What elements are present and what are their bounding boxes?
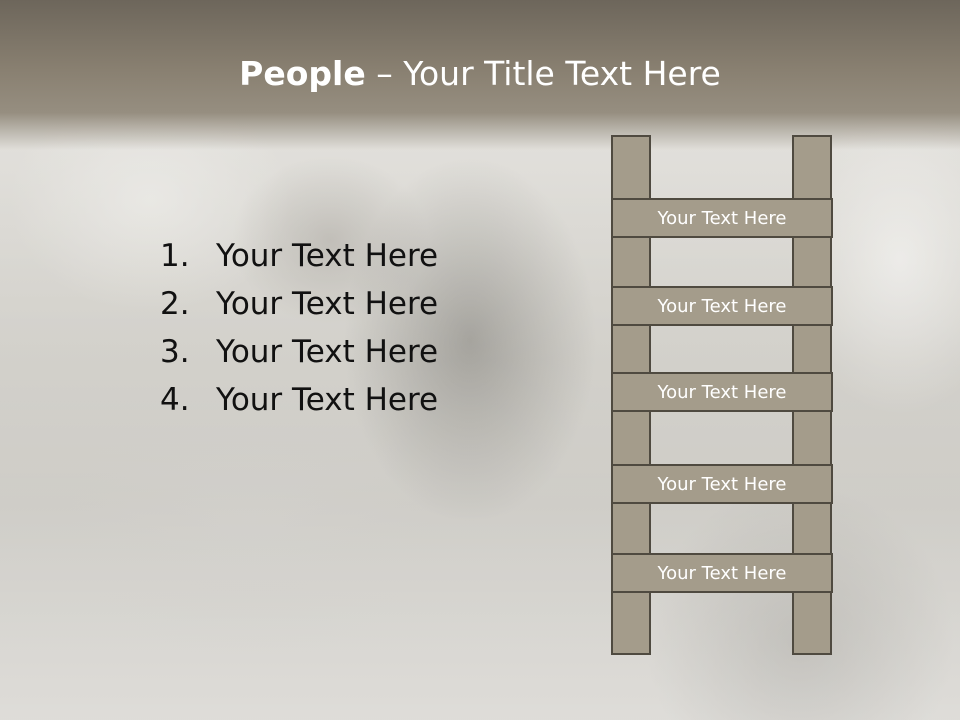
list-number: 1. bbox=[160, 238, 190, 274]
rung-label: Your Text Here bbox=[657, 381, 787, 403]
list-item: 2. Your Text Here bbox=[160, 280, 438, 328]
numbered-list[interactable]: 1. Your Text Here 2. Your Text Here 3. Your… bbox=[160, 232, 438, 424]
list-text: Your Text Here bbox=[216, 334, 439, 370]
list-item: 3. Your Text Here bbox=[160, 328, 438, 376]
list-number: 4. bbox=[160, 382, 190, 418]
ladder-rung-4[interactable]: Your Text Here bbox=[611, 464, 833, 504]
list-text: Your Text Here bbox=[216, 286, 439, 322]
rung-label: Your Text Here bbox=[657, 295, 787, 317]
title-bar bbox=[0, 0, 960, 150]
list-item: 1. Your Text Here bbox=[160, 232, 438, 280]
rung-label: Your Text Here bbox=[657, 473, 787, 495]
ladder-graphic: Your Text Here Your Text Here Your Text … bbox=[611, 135, 834, 658]
list-text: Your Text Here bbox=[216, 382, 439, 418]
slide-title[interactable]: People – Your Title Text Here bbox=[0, 52, 960, 96]
title-bold: People bbox=[239, 54, 366, 93]
list-number: 3. bbox=[160, 334, 190, 370]
ladder-rung-2[interactable]: Your Text Here bbox=[611, 286, 833, 326]
list-text: Your Text Here bbox=[216, 238, 439, 274]
ladder-rung-1[interactable]: Your Text Here bbox=[611, 198, 833, 238]
ladder-rung-3[interactable]: Your Text Here bbox=[611, 372, 833, 412]
rung-label: Your Text Here bbox=[657, 562, 787, 584]
title-rest: – Your Title Text Here bbox=[365, 54, 721, 93]
ladder-rung-5[interactable]: Your Text Here bbox=[611, 553, 833, 593]
list-item: 4. Your Text Here bbox=[160, 376, 438, 424]
rung-label: Your Text Here bbox=[657, 207, 787, 229]
list-number: 2. bbox=[160, 286, 190, 322]
